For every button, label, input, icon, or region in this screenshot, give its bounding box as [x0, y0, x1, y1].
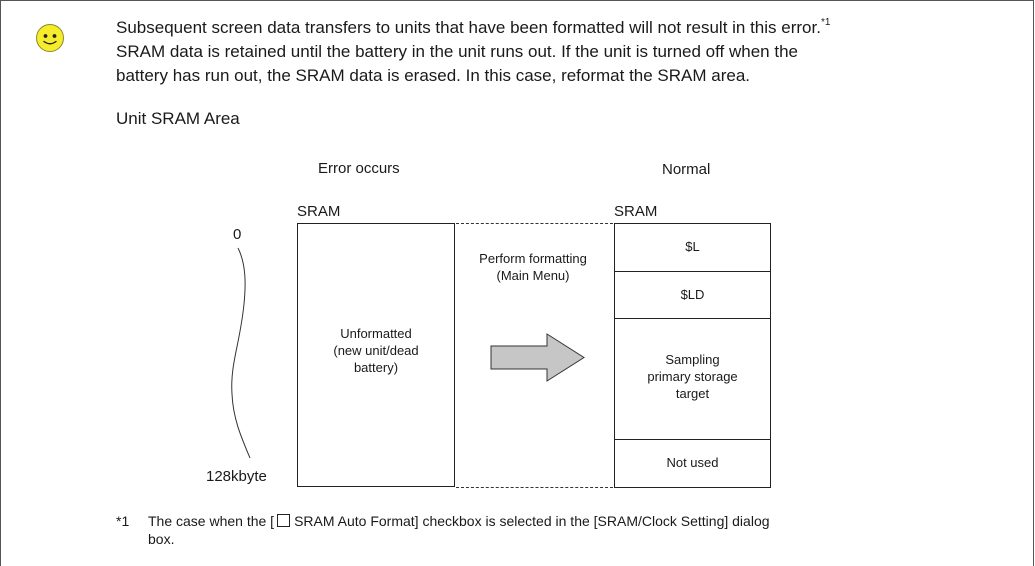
format-action-line-1: Perform formatting [479, 251, 587, 266]
segment-not-used-text: Not used [666, 455, 719, 470]
segment-l-text: $L [685, 239, 700, 254]
left-sram-label: SRAM [297, 203, 341, 220]
segment-sampling-line-1: Sampling [665, 352, 720, 367]
range-brace [231, 247, 251, 459]
segment-ld: $LD [615, 272, 770, 319]
bottom-dashed-connector [456, 487, 613, 488]
top-dashed-connector [456, 223, 613, 224]
segment-not-used: Not used [615, 440, 770, 487]
format-action-line-2: (Main Menu) [496, 268, 570, 283]
note-line-2: SRAM data is retained until the battery … [116, 42, 798, 61]
footnote-text-start: The case when the [ [148, 513, 275, 529]
segment-ld-text: $LD [680, 287, 705, 302]
formatted-sram-box: $L $LD Sampling primary storage target N… [614, 223, 771, 488]
note-line-3: battery has run out, the SRAM data is er… [116, 66, 751, 85]
format-action-label: Perform formatting (Main Menu) [458, 250, 608, 284]
footnote-reference: *1 [820, 17, 831, 29]
diagram-caption: Unit SRAM Area [116, 109, 240, 128]
segment-sampling-line-2: primary storage [647, 369, 738, 384]
note-line-1: Subsequent screen data transfers to unit… [116, 18, 821, 37]
unformatted-line-2: (new unit/dead [333, 343, 419, 358]
footnote-line-2: box. [148, 531, 175, 547]
segment-sampling: Sampling primary storage target [615, 319, 770, 440]
right-arrow-icon [490, 333, 585, 382]
left-heading: Error occurs [318, 160, 400, 177]
footnote-text-end: SRAM Auto Format] checkbox is selected i… [294, 513, 770, 529]
range-end-label: 128kbyte [206, 468, 267, 485]
range-start-label: 0 [233, 226, 242, 243]
checkbox-icon [277, 514, 291, 527]
unformatted-line-3: battery) [353, 360, 399, 375]
footnote-mark: *1 [116, 513, 130, 529]
footnote: *1 The case when the [ SRAM Auto Format] … [116, 512, 1018, 548]
note-paragraph: Subsequent screen data transfers to unit… [116, 16, 1031, 88]
segment-l: $L [615, 224, 770, 272]
unformatted-sram-box: Unformatted (new unit/dead battery) [297, 223, 455, 487]
unformatted-line-1: Unformatted [340, 326, 412, 341]
smiley-face-icon [36, 24, 64, 52]
right-sram-label: SRAM [614, 203, 658, 220]
segment-sampling-line-3: target [675, 386, 710, 401]
right-heading: Normal [662, 161, 711, 178]
